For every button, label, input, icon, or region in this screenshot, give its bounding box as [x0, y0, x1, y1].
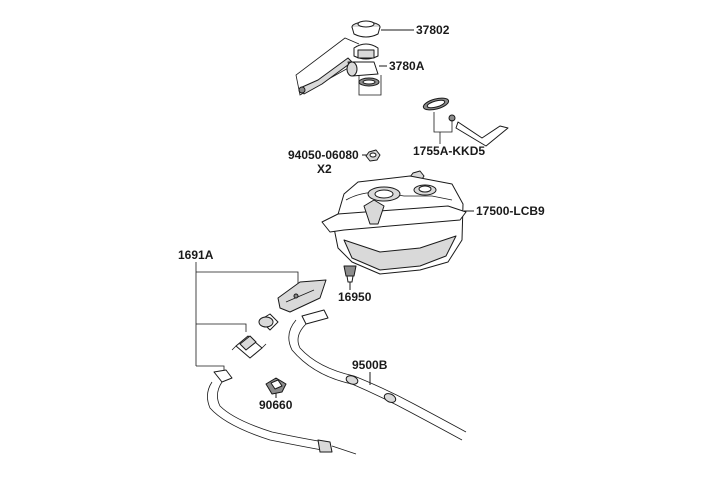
part-label-1755a: 1755A-KKD5 — [413, 144, 485, 158]
fuel-pump-unit-part — [295, 37, 382, 96]
fuel-hose-left-part — [207, 369, 357, 455]
filter-bracket-part — [277, 279, 327, 313]
part-label-1691a: 1691A — [178, 248, 214, 262]
part-quantity-x2: X2 — [317, 162, 332, 176]
fuel-tank-part — [321, 175, 467, 283]
part-label-37802: 37802 — [416, 23, 450, 37]
part-label-94050: 94050-06080 — [288, 148, 359, 162]
part-label-17500: 17500-LCB9 — [476, 204, 545, 218]
part-label-3780a: 3780A — [389, 59, 425, 73]
leader-1691a-bracket — [195, 262, 299, 372]
fuel-cap-part — [351, 20, 381, 38]
part-label-16950: 16950 — [338, 290, 372, 304]
part-label-9500b: 9500B — [352, 358, 388, 372]
leader-1755a-bracket — [433, 112, 453, 144]
fuel-filter-part — [231, 313, 279, 359]
fuel-hose-9500b-part — [288, 309, 467, 441]
hose-clip-part — [265, 377, 287, 395]
part-label-90660: 90660 — [259, 398, 293, 412]
breather-hose-clamp-part — [422, 97, 509, 147]
